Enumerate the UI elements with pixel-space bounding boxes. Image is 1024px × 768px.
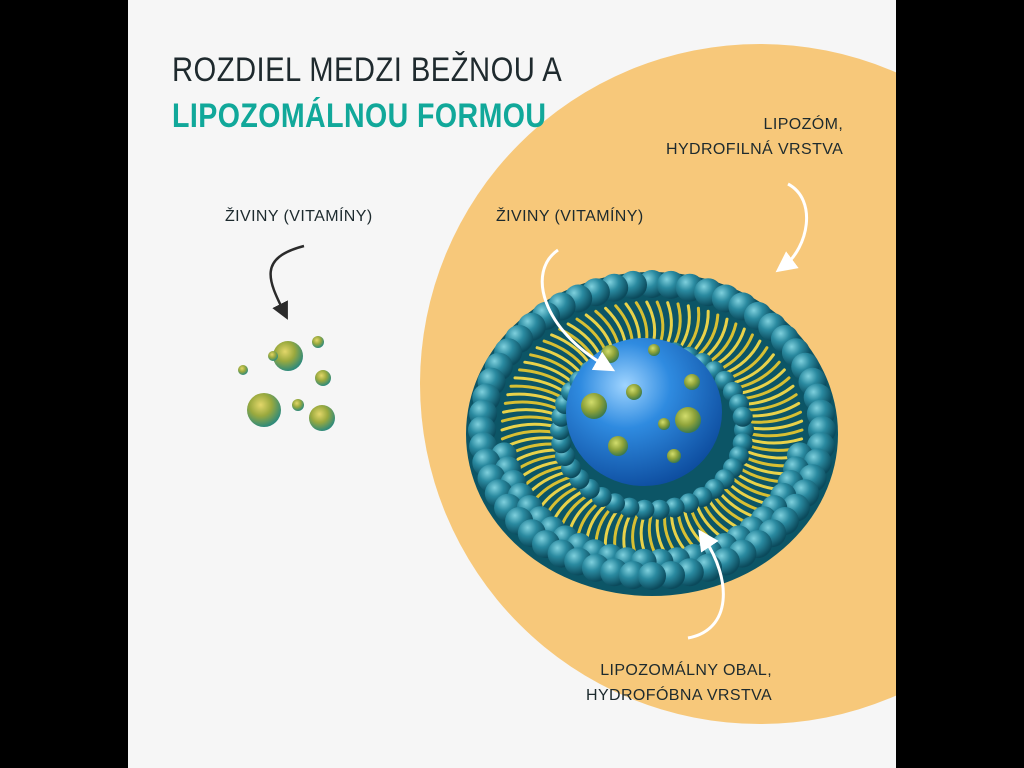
nutrient-particle	[309, 405, 335, 431]
free-nutrients	[238, 336, 335, 431]
lipid-tail	[743, 393, 798, 412]
nutrient-particle	[315, 370, 331, 386]
lipid-tail	[696, 313, 720, 358]
label-hydrophobic-layer: LIPOZOMÁLNY OBAL, HYDROFÓBNA VRSTVA	[586, 658, 772, 708]
arrow-free-nutrients	[269, 244, 305, 320]
nutrient-particle	[684, 374, 700, 390]
arrow-hydrophilic-layer	[775, 182, 809, 273]
lipid-tail	[523, 360, 575, 385]
label-hydrophobic-line-2: HYDROFÓBNA VRSTVA	[586, 687, 773, 704]
lipid-head	[732, 406, 753, 427]
nutrient-particle	[268, 351, 278, 361]
page-title-line-1: ROZDIEL MEDZI BEŽNOU A	[172, 51, 563, 89]
lipid-tail	[707, 322, 738, 364]
nutrient-particle	[312, 336, 324, 348]
lipid-tail	[746, 410, 802, 424]
label-hydrophobic-line-1: LIPOZOMÁLNY OBAL,	[600, 662, 773, 679]
label-hydrophilic-line-2: HYDROFILNÁ VRSTVA	[666, 141, 844, 158]
label-free-nutrients: ŽIVINY (VITAMÍNY)	[225, 208, 373, 225]
lipid-tail	[503, 400, 561, 411]
lipid-tail	[737, 368, 786, 396]
nutrient-particle	[273, 341, 303, 371]
nutrient-particle	[675, 407, 701, 433]
label-liposome-nutrients: ŽIVINY (VITAMÍNY)	[496, 208, 644, 225]
lipid-head	[634, 499, 655, 520]
liposome	[466, 270, 838, 596]
liposome-illustration	[238, 44, 896, 724]
lipid-tail	[730, 353, 775, 385]
lipid-head	[664, 497, 685, 518]
aqueous-core	[566, 338, 722, 486]
infographic-panel: ROZDIEL MEDZI BEŽNOU A LIPOZOMÁLNOU FORM…	[128, 0, 896, 768]
page-title-line-2: LIPOZOMÁLNOU FORMOU	[172, 97, 547, 135]
arrow-liposome-nutrients	[540, 248, 616, 372]
nutrient-particle	[601, 345, 619, 363]
lipid-head	[649, 499, 670, 520]
nutrient-particle	[626, 384, 642, 400]
nutrient-particle	[648, 344, 660, 356]
nutrient-particle	[667, 449, 681, 463]
nutrient-particle	[292, 399, 304, 411]
label-hydrophilic-layer: LIPOZÓM, HYDROFILNÁ VRSTVA	[666, 112, 843, 162]
nutrient-particle	[247, 393, 281, 427]
nutrient-particle	[658, 418, 670, 430]
nutrient-particle	[581, 393, 607, 419]
nutrient-particle	[608, 436, 628, 456]
arrow-hydrophobic-layer	[687, 529, 725, 640]
label-hydrophilic-line-1: LIPOZÓM,	[763, 116, 844, 133]
nutrient-particle	[238, 365, 248, 375]
lipid-head	[638, 562, 666, 590]
lipid-tail	[535, 346, 583, 375]
